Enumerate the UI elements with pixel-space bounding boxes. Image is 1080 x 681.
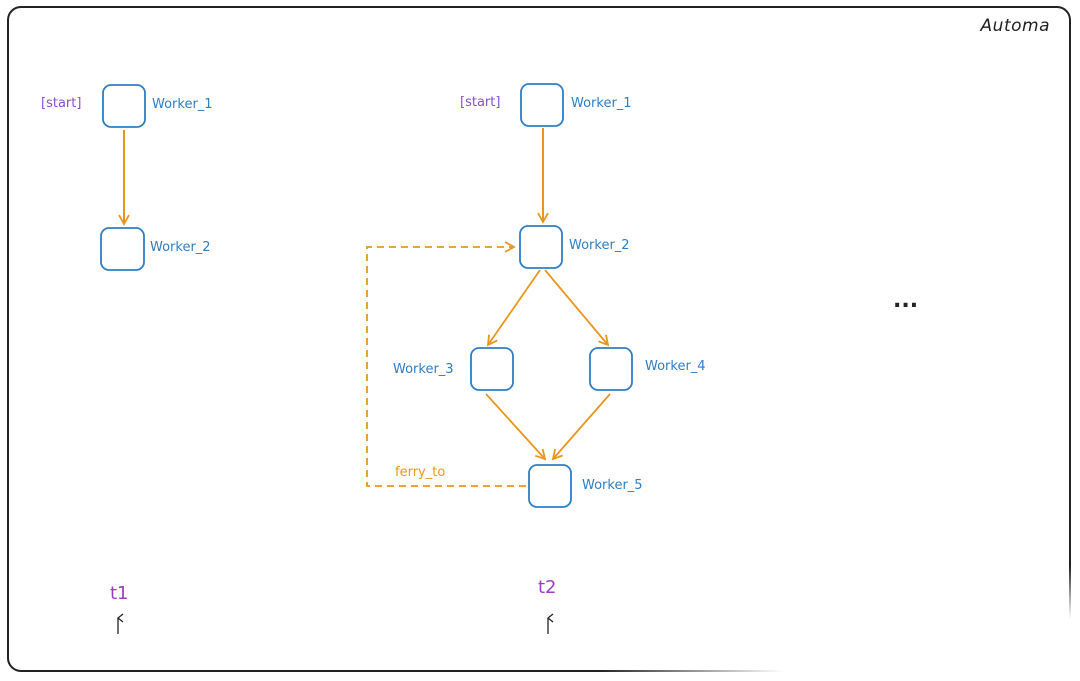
right-worker-1-label: Worker_1 [571, 96, 632, 111]
right-edge-3-5 [485, 393, 547, 461]
right-node-worker-4 [589, 347, 633, 391]
right-worker-4-label: Worker_4 [645, 359, 706, 374]
timeline-label-t1: t1 [110, 583, 129, 604]
brand-label: Automa [980, 16, 1050, 36]
ferry-to-edge [366, 241, 526, 487]
right-edge-2-3 [486, 269, 541, 347]
corner-fade [590, 560, 1080, 681]
right-node-worker-5 [528, 464, 572, 508]
left-worker-1-label: Worker_1 [152, 97, 213, 112]
left-start-label: [start] [41, 96, 82, 111]
continuation-ellipsis: ... [893, 288, 919, 313]
right-worker-3-label: Worker_3 [393, 362, 454, 377]
ferry-to-label: ferry_to [395, 465, 446, 480]
left-node-worker-2 [100, 227, 145, 271]
right-node-worker-2 [519, 225, 563, 269]
left-worker-2-label: Worker_2 [150, 240, 211, 255]
timeline-label-t2: t2 [538, 577, 557, 598]
right-worker-2-label: Worker_2 [569, 238, 630, 253]
frame-border [7, 6, 1071, 672]
right-edge-4-5 [551, 393, 611, 461]
right-start-label: [start] [460, 95, 501, 110]
right-node-worker-1 [520, 83, 564, 127]
right-node-worker-3 [470, 347, 514, 391]
left-node-worker-1 [102, 84, 146, 128]
right-edge-2-4 [544, 269, 610, 347]
right-worker-5-label: Worker_5 [582, 478, 643, 493]
